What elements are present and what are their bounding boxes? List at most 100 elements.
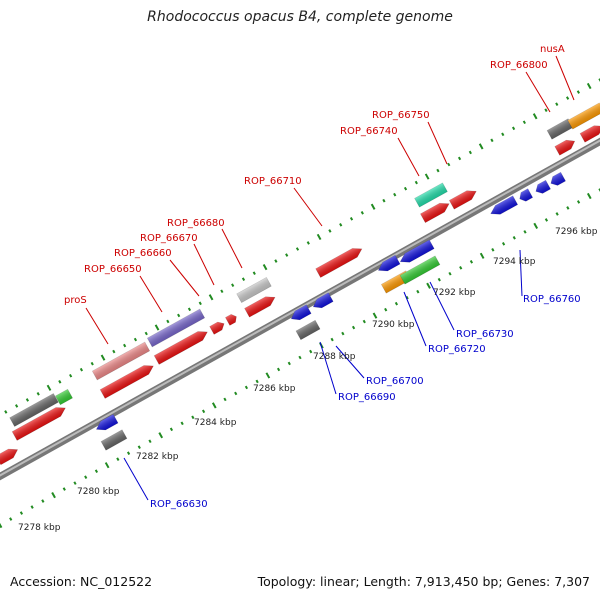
lower-tick [479,252,485,259]
gene-blue [377,254,401,272]
gene-label-reverse: ROP_66690 [338,392,396,403]
kbp-label: 7282 kbp [136,452,179,462]
gene-red-shade [12,407,66,441]
gene-green-shade [400,255,440,285]
gene-label-reverse: ROP_66730 [456,329,514,340]
lower-tick [533,222,539,230]
upper-tick [25,398,30,402]
gene-red-shade [244,296,275,318]
lower-tick [0,521,3,529]
gene-darkgray [295,319,321,341]
gene-orange-shade [567,102,600,130]
lower-tick [62,487,66,491]
upper-tick [187,307,192,312]
lower-tick [211,402,217,409]
gene-blue-shade [313,292,334,308]
lower-tick [448,271,452,276]
kbp-label: 7284 kbp [194,418,237,428]
gene-darkgray-shade [9,393,59,427]
gene-label-forward: ROP_66710 [244,176,302,187]
upper-tick [349,217,354,221]
lower-tick [469,259,474,264]
gene-blue [399,239,435,263]
gene-blue [535,179,551,194]
lower-tick [234,391,238,396]
leader-line [169,259,200,297]
upper-tick [457,156,462,161]
gene-lightgray-shade [236,277,272,303]
gene-red [448,190,477,210]
upper-tick [220,289,224,294]
gene-darkgray-shade [295,320,321,340]
leader-line [221,228,243,269]
lower-tick [51,491,56,499]
lower-tick [126,451,131,456]
upper-tick [177,313,181,318]
gene-lightgray [236,276,272,304]
gene-label-forward: ROP_66750 [372,110,430,121]
gene-blue [519,188,534,202]
lower-tick [137,445,141,450]
genome-title: Rhodococcus opacus B4, complete genome [147,9,453,25]
leader-line [139,275,163,313]
leader-line [85,307,109,345]
gene-red-shade [100,365,154,399]
lower-tick [598,188,600,192]
upper-tick [468,150,472,155]
gene-label-reverse: ROP_66720 [428,344,486,355]
gene-red [554,139,576,156]
gene-darkgray [9,393,59,427]
lower-tick [180,421,184,426]
lower-tick [341,331,345,336]
lower-tick [309,349,313,354]
gene-label-reverse: ROP_66760 [523,294,581,305]
upper-tick [328,229,332,233]
gene-label-forward: ROP_66680 [167,218,225,229]
leader-line [519,249,523,297]
upper-tick [316,233,322,241]
gene-red-shade [580,125,600,143]
gene-purple [146,308,206,348]
upper-tick [532,113,538,120]
gene-label-forward: ROP_66670 [140,233,198,244]
gene-red [244,296,276,318]
gene-blue [312,292,334,309]
upper-tick [166,319,170,324]
upper-tick [511,126,516,131]
gene-red [99,365,154,399]
upper-tick [198,301,202,306]
gene-blue [490,195,519,215]
upper-tick [274,259,278,263]
upper-tick [46,384,52,391]
upper-tick [90,361,94,366]
gene-teal [414,182,448,208]
upper-tick [4,410,8,414]
upper-tick [414,180,418,185]
upper-tick [447,162,451,167]
upper-tick [69,373,73,378]
lower-tick [330,337,334,342]
lower-tick [372,312,378,319]
gene-red [225,314,237,326]
lower-tick [223,397,227,402]
upper-tick [262,263,268,271]
upper-tick [295,247,300,251]
gene-red-shade [209,322,225,335]
gene-red-shade [554,140,575,156]
leader-line [403,291,427,347]
lower-tick [555,212,559,216]
upper-tick [501,132,505,137]
kbp-label: 7280 kbp [77,487,120,497]
lower-tick [523,230,527,234]
upper-tick [370,203,376,210]
upper-tick [360,210,364,215]
gene-label-forward: nusA [540,44,565,55]
upper-tick [241,277,246,281]
lower-tick-track [0,188,600,529]
gene-orange [567,102,600,130]
gene-green-shade [55,389,73,405]
lower-tick [586,192,592,200]
gene-green [399,255,441,285]
gene-red-shade [315,248,362,278]
